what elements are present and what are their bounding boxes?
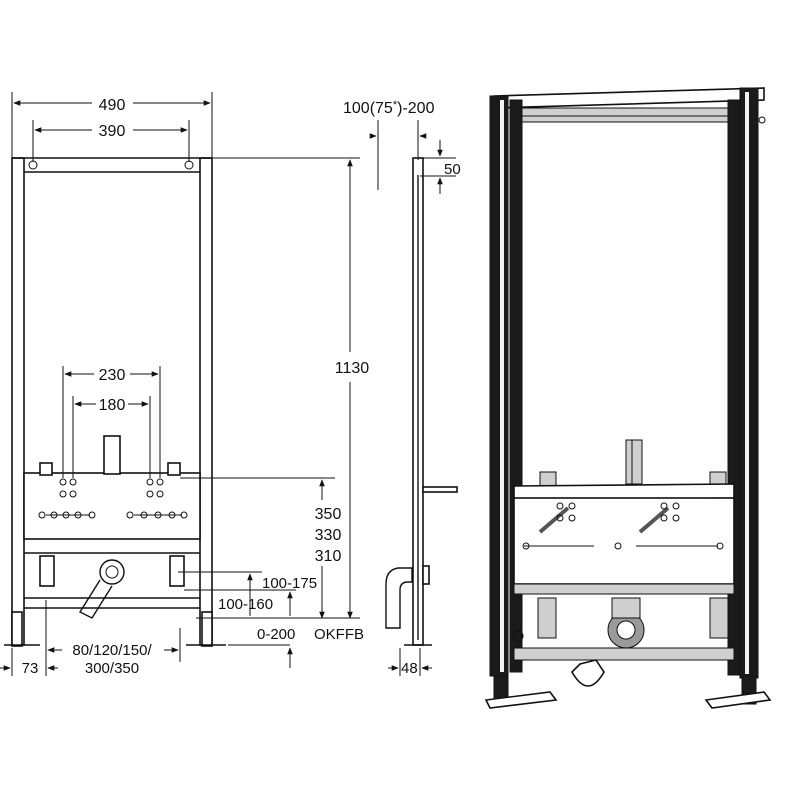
perspective-left-post [489, 95, 509, 677]
drain-outlet [99, 559, 125, 585]
dim-plate-height-3: 310 [315, 548, 342, 565]
dim-width-mount: 390 [99, 123, 126, 140]
dim-foot-offset: 73 [22, 660, 39, 677]
dim-width-overall: 490 [99, 97, 126, 114]
perspective-plate [513, 497, 735, 585]
mounting-plate [23, 472, 201, 540]
dim-drain-offsets-2: 300/350 [85, 660, 139, 677]
mount-hole-left [28, 160, 38, 170]
side-drain-elbow [385, 567, 413, 629]
dim-plate-height-1: 350 [315, 506, 342, 523]
left-post [11, 157, 25, 646]
dim-pipe-spacing-outer: 230 [99, 367, 126, 384]
dim-drain-upper: 100-175 [262, 575, 317, 592]
dim-foot-extension: 0-200 [257, 626, 295, 643]
dim-drain-lower: 100-160 [218, 596, 273, 613]
dim-top-offset: 50 [444, 161, 461, 178]
floor-reference-label: OKFFB [314, 626, 364, 643]
side-view: 100(75*)-200 50 48 [343, 99, 461, 677]
dim-height-overall: 1130 [335, 360, 370, 377]
dim-drain-offsets-1: 80/120/150/ [72, 642, 152, 659]
mount-hole-right [184, 160, 194, 170]
perspective-center-pipe [625, 439, 643, 485]
perspective-view [484, 87, 772, 709]
center-pipe [103, 435, 121, 475]
dim-depth-range: 100(75*)-200 [343, 99, 435, 117]
dim-pipe-spacing-inner: 180 [99, 397, 126, 414]
front-view: 490 390 1130 230 180 350 330 310 100-1 [0, 92, 369, 677]
dim-plate-height-2: 330 [315, 527, 342, 544]
dim-foot-depth: 48 [401, 660, 418, 677]
